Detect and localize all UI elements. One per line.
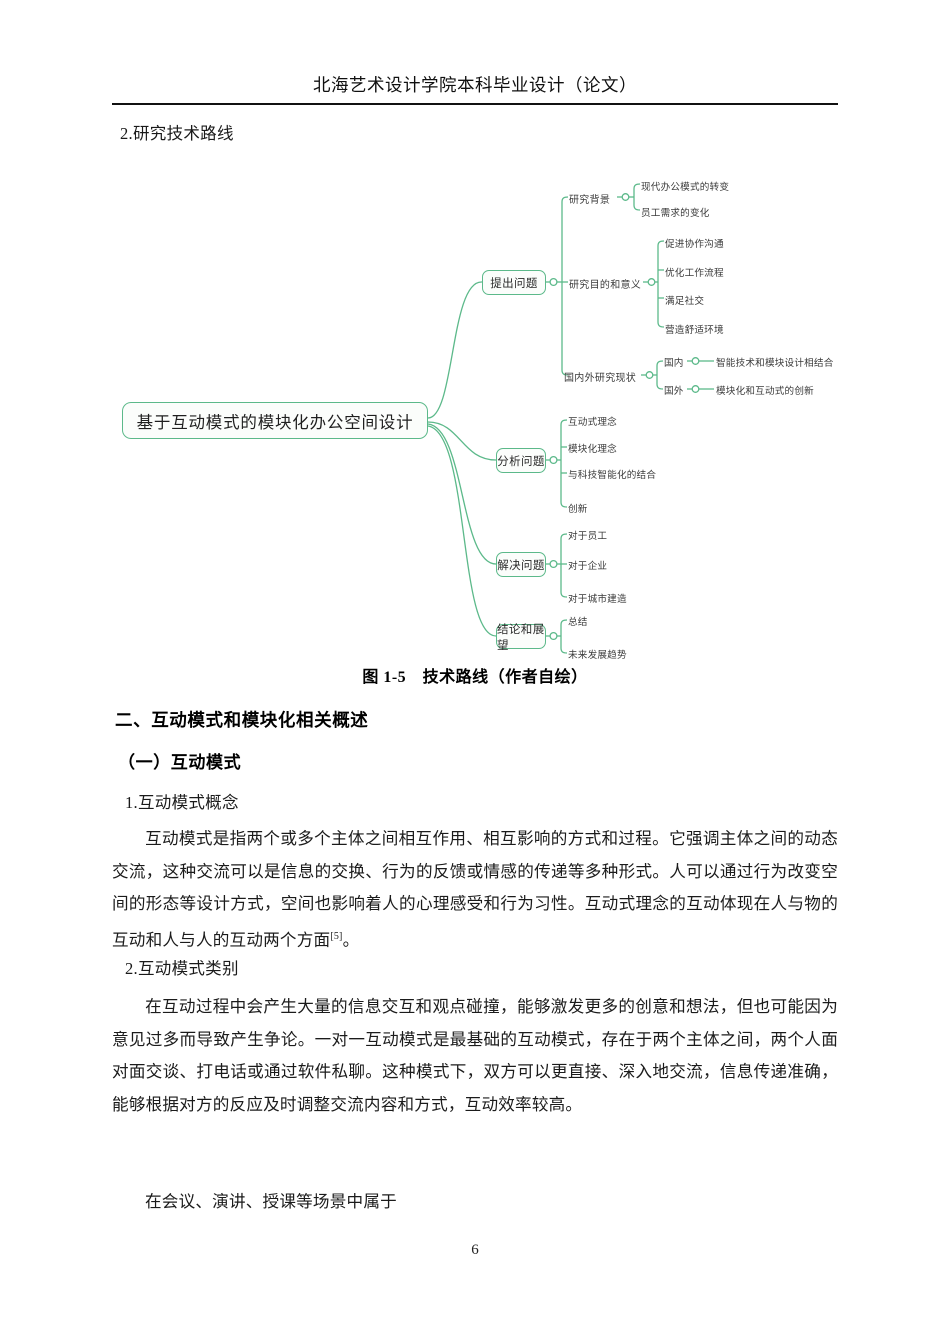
paragraph-interaction-categories: 在互动过程中会产生大量的信息交互和观点碰撞，能够激发更多的创意和想法，但也可能因… [112, 991, 838, 1121]
mindmap-leaf-domestic[interactable]: 国内 [664, 358, 684, 369]
page-number: 6 [471, 1242, 479, 1258]
mindmap-root-node[interactable]: 基于互动模式的模块化办公空间设计 [122, 402, 428, 439]
mindmap-branch-propose-problem[interactable]: 提出问题 [482, 270, 546, 295]
mindmap-branch-solve-problem[interactable]: 解决问题 [496, 552, 546, 577]
mindmap-leaf-for-urban-construction[interactable]: 对于城市建造 [568, 594, 627, 605]
paragraph-2-text: 在互动过程中会产生大量的信息交互和观点碰撞，能够激发更多的创意和想法，但也可能因… [112, 997, 838, 1114]
figure-caption: 图 1-5 技术路线（作者自绘） [362, 669, 588, 686]
mindmap-leaf-overseas[interactable]: 国外 [664, 386, 684, 397]
paragraph-interaction-definition: 互动模式是指两个或多个主体之间相互作用、相互影响的方式和过程。它强调主体之间的动… [112, 823, 838, 957]
mindmap-leaf-interactive-concept[interactable]: 互动式理念 [568, 417, 617, 428]
paragraph-1-period: 。 [342, 930, 360, 950]
mindmap-leaf-modular-concept[interactable]: 模块化理念 [568, 444, 617, 455]
mindmap-leaf-for-employees[interactable]: 对于员工 [568, 531, 608, 542]
mindmap-leaf-comfortable-environment[interactable]: 营造舒适环境 [665, 325, 724, 336]
technology-route-mindmap: 基于互动模式的模块化办公空间设计 提出问题 分析问题 解决问题 结论和展望 研究… [0, 160, 950, 661]
mindmap-leaf-tech-intelligence-integration[interactable]: 与科技智能化的结合 [568, 470, 657, 481]
mindmap-leaf-for-enterprise[interactable]: 对于企业 [568, 561, 608, 572]
mindmap-leaf-modern-office-shift[interactable]: 现代办公模式的转变 [641, 182, 730, 193]
mindmap-branch-analyze-problem[interactable]: 分析问题 [496, 448, 546, 473]
mindmap-leaf-summary[interactable]: 总结 [568, 617, 588, 628]
mindmap-connectors [427, 183, 714, 654]
paragraph-1-text: 互动模式是指两个或多个主体之间相互作用、相互影响的方式和过程。它强调主体之间的动… [112, 829, 838, 950]
mindmap-node-research-purpose-significance[interactable]: 研究目的和意义 [569, 280, 642, 291]
mindmap-leaf-employee-needs-change[interactable]: 员工需求的变化 [641, 208, 710, 219]
mindmap-node-research-status[interactable]: 国内外研究现状 [564, 373, 637, 384]
mindmap-leaf-smart-tech-module-combine[interactable]: 智能技术和模块设计相结合 [716, 358, 834, 369]
mindmap-leaf-modular-interactive-innovation[interactable]: 模块化和互动式的创新 [716, 386, 814, 397]
mindmap-node-research-background[interactable]: 研究背景 [569, 195, 611, 206]
mindmap-leaf-promote-collaboration[interactable]: 促进协作沟通 [665, 239, 724, 250]
mindmap-leaf-satisfy-social[interactable]: 满足社交 [665, 296, 705, 307]
paragraph-3-text: 在会议、演讲、授课等场景中属于 [145, 1192, 397, 1211]
mindmap-leaf-future-trends[interactable]: 未来发展趋势 [568, 650, 627, 661]
page-header-title: 北海艺术设计学院本科毕业设计（论文） [313, 75, 637, 95]
mindmap-leaf-optimize-workflow[interactable]: 优化工作流程 [665, 268, 724, 279]
section-heading-research-route: 2.研究技术路线 [120, 124, 234, 143]
subheading-interaction-categories: 2.互动模式类别 [125, 959, 239, 978]
mindmap-leaf-innovation[interactable]: 创新 [568, 504, 588, 515]
mindmap-branch-conclusion-outlook[interactable]: 结论和展望 [496, 623, 546, 652]
subheading-interaction-concept: 1.互动模式概念 [125, 793, 239, 812]
paragraph-meeting-scene: 在会议、演讲、授课等场景中属于 [112, 1186, 838, 1219]
citation-ref-5: [5] [330, 930, 343, 942]
header-divider-rule [112, 103, 838, 105]
heading-level-2: 二、互动模式和模块化相关概述 [115, 710, 369, 730]
heading-level-3: （一）互动模式 [118, 753, 242, 772]
